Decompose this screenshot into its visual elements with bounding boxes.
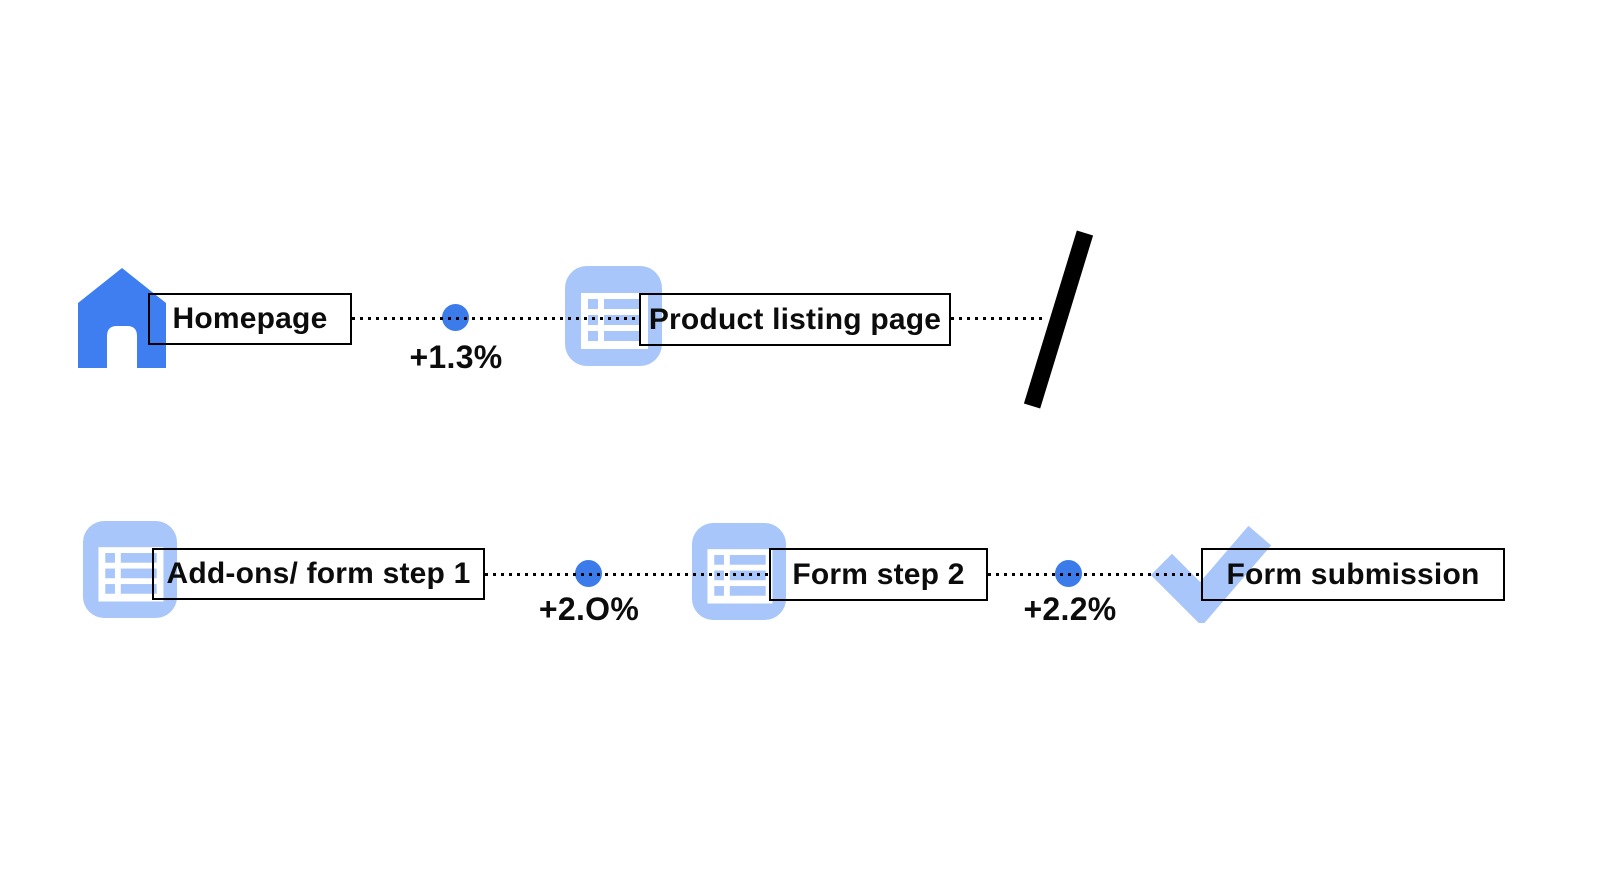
connector-dotted-line bbox=[988, 573, 1201, 576]
node-label: Product listing page bbox=[648, 302, 942, 336]
node-addons-form-step-1: Add-ons/ form step 1 bbox=[152, 548, 485, 600]
node-product-listing-page: Product listing page bbox=[639, 293, 951, 346]
conversion-delta-label: +2.2% bbox=[1023, 591, 1117, 627]
node-label: Add-ons/ form step 1 bbox=[166, 557, 471, 590]
connector-dotted-line bbox=[485, 573, 769, 576]
conversion-delta-label: +1.3% bbox=[409, 339, 503, 375]
node-label: Homepage bbox=[172, 302, 328, 335]
node-label: Form submission bbox=[1226, 557, 1480, 591]
connector-dotted-line bbox=[352, 317, 639, 320]
node-homepage: Homepage bbox=[148, 293, 352, 345]
conversion-delta-label: +2.O% bbox=[538, 591, 640, 627]
node-form-submission: Form submission bbox=[1201, 548, 1505, 601]
node-form-step-2: Form step 2 bbox=[769, 548, 988, 601]
connector-dotted-line bbox=[951, 317, 1046, 320]
node-label: Form step 2 bbox=[792, 557, 965, 591]
